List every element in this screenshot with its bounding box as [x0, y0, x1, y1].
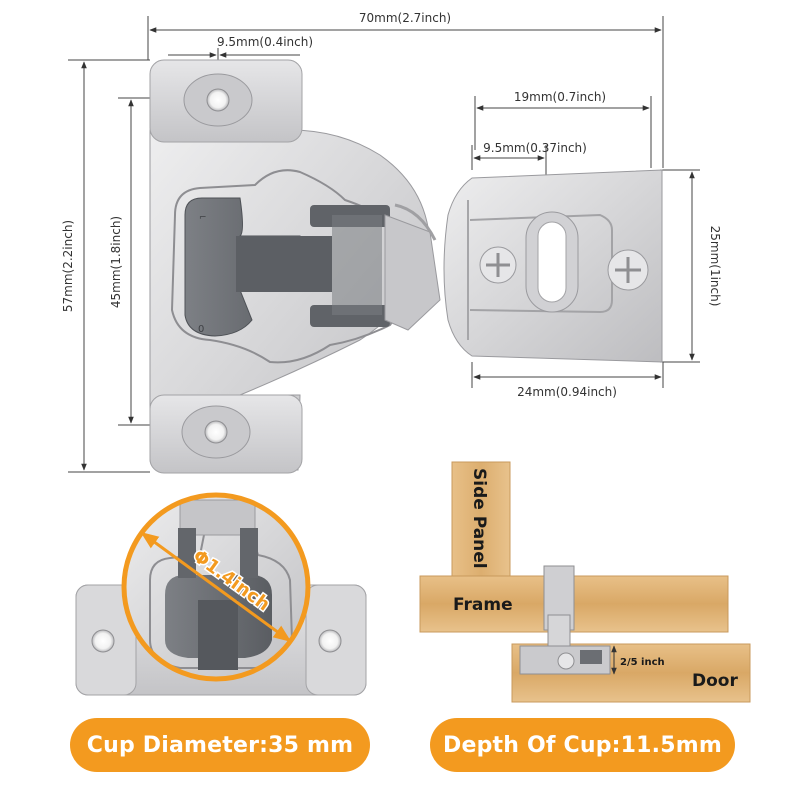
cup-depth-badge: Depth Of Cup:11.5mm — [430, 718, 735, 772]
cup-closeup: Φ1.4inch — [75, 492, 367, 696]
dim-slot-offset: 9.5mm(0.37inch) — [483, 141, 587, 155]
dim-inner-height: 45mm(1.8inch) — [109, 216, 123, 308]
dim-plate-base-width: 24mm(0.94inch) — [517, 385, 617, 399]
frame-label: Frame — [453, 595, 513, 615]
dim-total-height: 57mm(2.2inch) — [61, 220, 75, 312]
cup-diameter-badge: Cup Diameter:35 mm — [70, 718, 370, 772]
dim-screw-spacing: 9.5mm(0.4inch) — [217, 35, 313, 49]
door-label: Door — [692, 671, 738, 691]
hinge-screw-icon — [557, 652, 575, 670]
side-panel-label: Side Panel — [469, 468, 489, 569]
screw-icon — [607, 249, 649, 291]
dim-plate-width: 19mm(0.7inch) — [514, 90, 606, 104]
dim-total-width: 70mm(2.7inch) — [359, 11, 451, 25]
adjust-slot — [525, 211, 579, 313]
install-diagram: Side Panel Frame Door 2/5 inch — [419, 461, 751, 703]
svg-text:0: 0 — [198, 324, 204, 335]
screw-icon — [479, 246, 517, 284]
dimension-lines — [68, 16, 700, 473]
screw-hole-icon — [183, 73, 253, 127]
screw-hole-icon — [181, 405, 251, 459]
overlay-label: 2/5 inch — [620, 657, 665, 668]
svg-text:⌐: ⌐ — [199, 213, 207, 223]
screw-hole-icon — [318, 629, 342, 653]
dim-plate-height: 25mm(1inch) — [708, 226, 722, 307]
hinge-top-view: ⌐ 0 — [149, 59, 663, 474]
screw-hole-icon — [91, 629, 115, 653]
